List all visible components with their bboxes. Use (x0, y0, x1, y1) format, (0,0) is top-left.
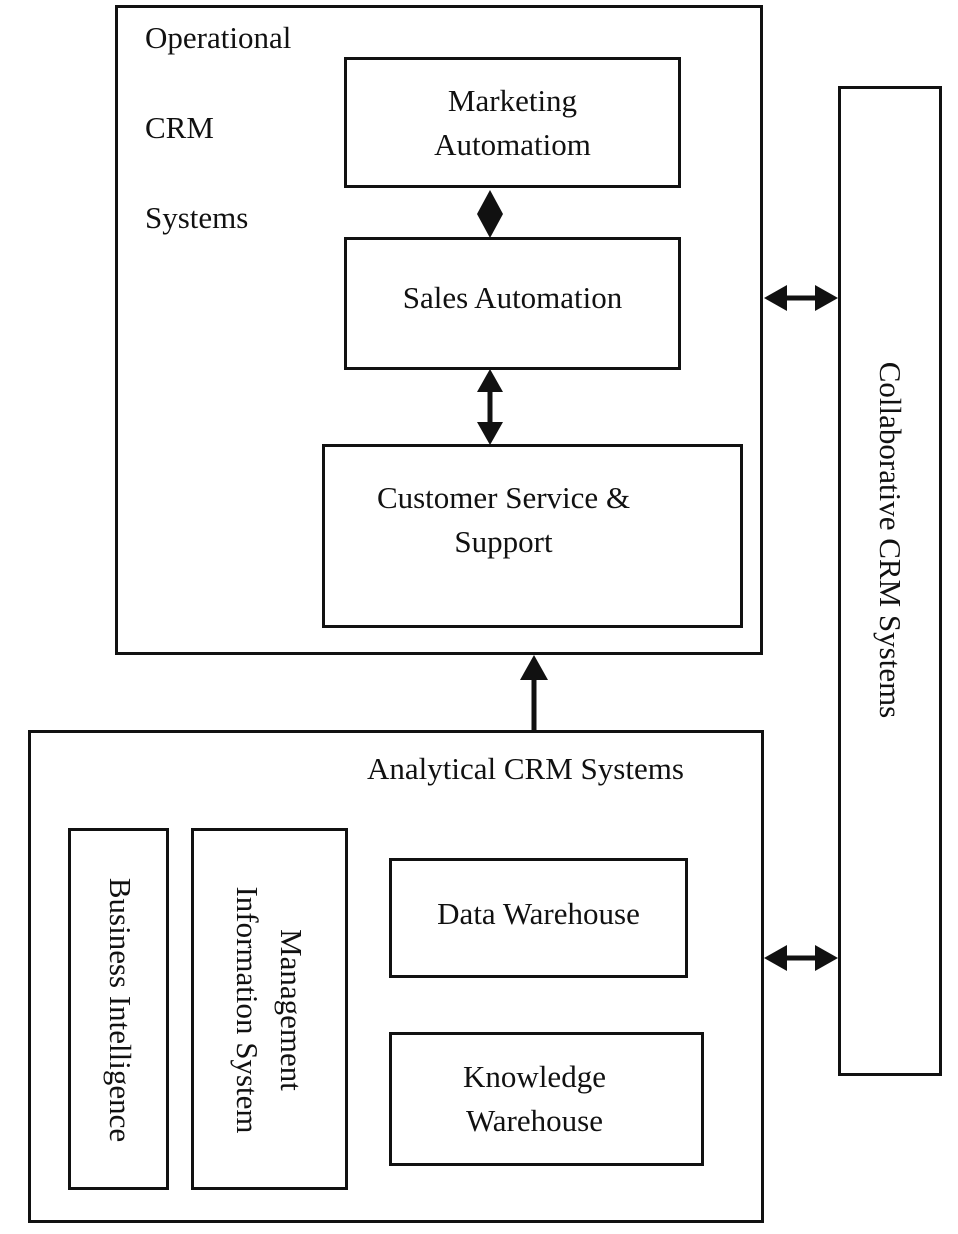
analytical-title: Analytical CRM Systems (367, 751, 684, 786)
mis-label-line-1: Management (274, 929, 309, 1091)
marketing-automation-box: Marketing Automatiom (344, 57, 681, 188)
operational-collaborative-arrow (764, 285, 838, 311)
operational-title-line-3: Systems (145, 200, 249, 235)
operational-title-line-1: Operational (145, 20, 292, 55)
business-intelligence-box (68, 828, 169, 1190)
customer-service-label-line-1: Customer Service & (376, 480, 631, 515)
knowledge-warehouse-label-line-2: Warehouse (466, 1103, 603, 1138)
data-warehouse-label: Data Warehouse (437, 896, 640, 931)
mis-box (191, 828, 348, 1190)
sales-automation-box: Sales Automation (344, 237, 681, 370)
collaborative-crm-title: Collaborative CRM Systems (873, 361, 908, 719)
analytical-collaborative-arrow (764, 945, 838, 971)
analytical-operational-arrow (520, 655, 548, 730)
mis-label-line-2: Information System (230, 886, 265, 1134)
marketing-automation-label-line-2: Automatiom (434, 126, 591, 162)
customer-service-label-line-2: Support (454, 524, 553, 559)
knowledge-warehouse-box: Knowledge Warehouse (389, 1032, 704, 1166)
business-intelligence-label: Business Intelligence (103, 877, 138, 1143)
collaborative-crm-box (838, 86, 942, 1076)
knowledge-warehouse-label-line-1: Knowledge (463, 1059, 606, 1094)
sales-automation-label: Sales Automation (402, 279, 623, 315)
marketing-automation-label-line-1: Marketing (447, 82, 578, 118)
operational-title-line-2: CRM (145, 110, 214, 145)
customer-service-box: Customer Service & Support (322, 444, 743, 628)
mis-label: Management Information System (225, 860, 313, 1160)
data-warehouse-box: Data Warehouse (389, 858, 688, 978)
